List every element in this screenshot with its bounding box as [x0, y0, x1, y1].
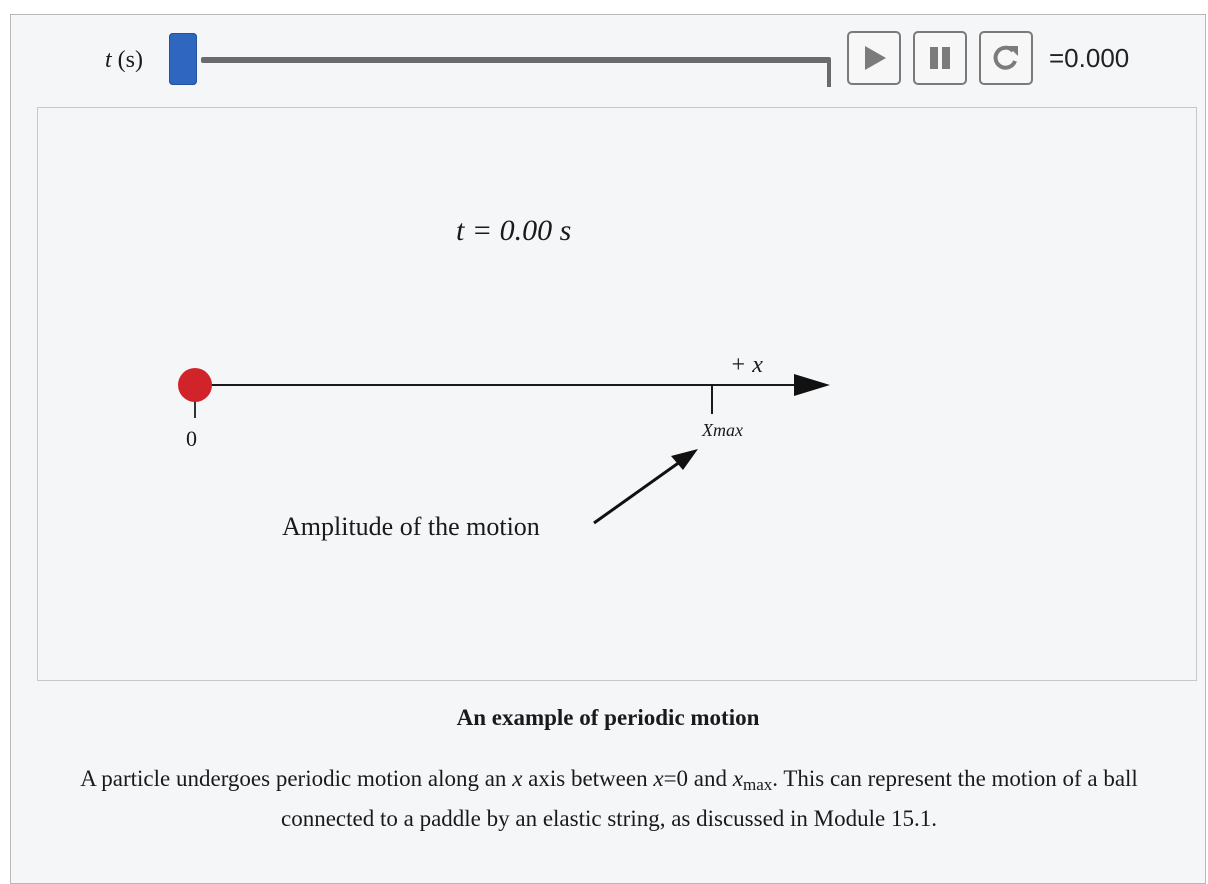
playback-controls: t (s) =0.000: [11, 15, 1205, 107]
particle-ball: [178, 368, 212, 402]
motion-diagram: [178, 368, 830, 525]
caption-part3: =0 and: [663, 766, 733, 791]
reset-button[interactable]: [979, 31, 1033, 85]
caption-part1: A particle undergoes periodic motion alo…: [80, 766, 513, 791]
reset-icon: [993, 45, 1018, 70]
xmax-label: Xmax: [702, 420, 743, 440]
play-button[interactable]: [847, 31, 901, 85]
pause-icon: [930, 47, 950, 69]
caption-part2: axis between: [522, 766, 654, 791]
time-display: t = 0.00 s: [456, 214, 572, 247]
time-variable: t: [105, 47, 112, 73]
diagram-panel: t = 0.00 s 0 + x Xmax Amplitude of the m…: [37, 107, 1197, 681]
pause-button[interactable]: [913, 31, 967, 85]
time-slider-thumb[interactable]: [169, 33, 197, 85]
time-readout: =0.000: [1049, 43, 1130, 73]
caption-var-x2: x: [653, 766, 664, 791]
time-slider-end-tick: [827, 59, 831, 87]
caption-sub-max: max: [742, 775, 773, 794]
origin-label: 0: [186, 426, 197, 451]
amplitude-annotation: Amplitude of the motion: [282, 512, 540, 541]
caption-var-x: x: [512, 766, 523, 791]
caption-part4: . This can represent the motion of a bal…: [281, 766, 1138, 831]
caption-body: A particle undergoes periodic motion alo…: [41, 759, 1177, 839]
caption-title: An example of periodic motion: [456, 705, 760, 730]
axis-label: + x: [730, 352, 763, 378]
caption-var-x3: x: [732, 766, 743, 791]
simulation-frame: t (s) =0.000: [10, 14, 1206, 884]
time-slider-track[interactable]: [201, 57, 831, 63]
time-slider-label: t (s): [105, 47, 143, 74]
time-unit: (s): [117, 47, 143, 73]
amplitude-arrowhead: [671, 449, 698, 470]
play-icon: [865, 46, 886, 70]
amplitude-arrow-line: [593, 457, 685, 525]
x-axis-arrowhead: [794, 374, 830, 396]
